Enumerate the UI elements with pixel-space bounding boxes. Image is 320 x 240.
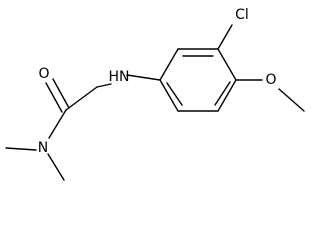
atom-oxygen-carbonyl: O [38,66,49,82]
bond-n-methyl-left [5,147,37,151]
atom-nitrogen-amine: HN [109,69,130,85]
bond-n-methyl-down [47,153,65,181]
bond-nh-ring [126,74,161,81]
bond-ch2-nh [96,83,112,88]
atom-chlorine: Cl [235,7,249,23]
ring-inner-bond-3 [166,82,183,106]
ring-bond-6 [159,79,179,112]
bond-carbonyl-amide-n [48,109,67,139]
bond-carbonyl-2 [52,78,70,109]
bond-carbonyl-ch2 [65,86,98,111]
bond-carbonyl-1 [45,82,63,113]
ring-inner-bond-2 [214,81,231,106]
atom-nitrogen-amide: N [38,140,48,156]
ring-bond-1 [159,48,179,81]
atom-oxygen-methoxy: O [265,72,276,88]
ring-bond-3 [217,48,237,81]
molecule-structure: O N HN Cl O [5,7,305,181]
bond-o-methyl [278,88,305,112]
ring-bond-4 [217,79,237,112]
bond-ring-cl [217,24,233,50]
